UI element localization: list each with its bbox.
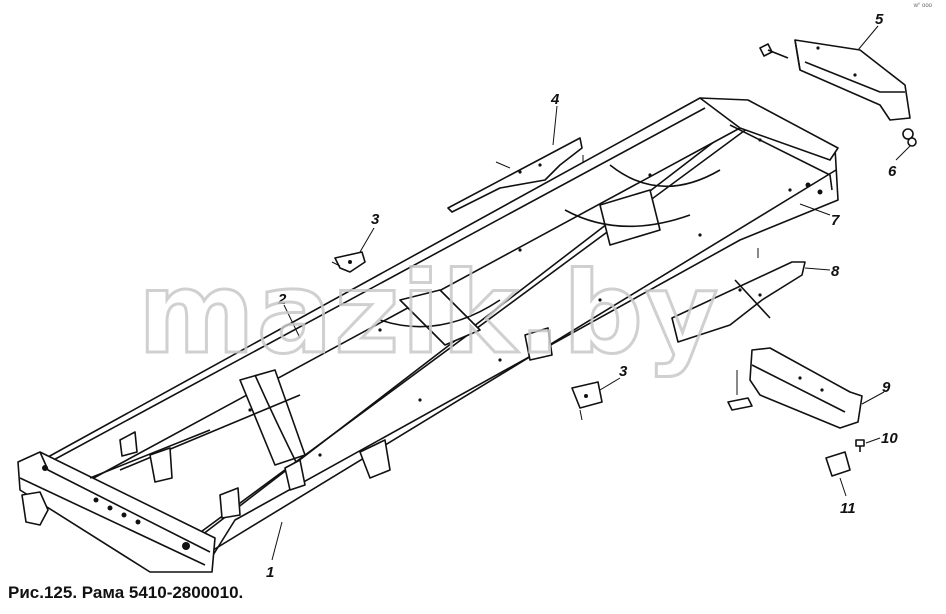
callout-6: 6 <box>888 163 897 180</box>
part-3b-bracket <box>571 381 603 421</box>
leader-3b <box>599 377 621 391</box>
part-5-bracket <box>759 39 911 121</box>
callout-3a: 3 <box>371 211 380 228</box>
leader-8 <box>804 267 831 271</box>
figure-caption: Рис.125. Рама 5410-2800010. <box>8 583 244 602</box>
callout-11: 11 <box>840 500 856 517</box>
callout-9: 9 <box>882 379 891 396</box>
callout-4: 4 <box>550 91 560 108</box>
callout-7: 7 <box>831 212 840 229</box>
part-11-clip <box>825 451 851 477</box>
corner-mark: w° ooo <box>913 3 932 9</box>
callout-8: 8 <box>831 263 840 280</box>
leader-2 <box>283 304 301 339</box>
leader-1 <box>271 521 283 561</box>
leader-5 <box>857 25 879 51</box>
part-4-gusset <box>447 137 584 213</box>
callout-1: 1 <box>266 564 274 581</box>
part-9-bracket <box>727 347 863 429</box>
watermark: mazik.by <box>138 249 720 379</box>
leader-10 <box>865 437 881 444</box>
callout-3b: 3 <box>619 363 628 380</box>
leader-4 <box>552 105 558 146</box>
main-frame <box>17 97 839 573</box>
callout-5: 5 <box>875 11 884 28</box>
leader-lines <box>271 25 911 561</box>
callout-10: 10 <box>881 430 898 447</box>
leader-7 <box>799 203 831 216</box>
callout-2: 2 <box>277 291 287 308</box>
part-10-bolt <box>855 439 865 452</box>
part-6-nut <box>902 128 917 147</box>
part-3a-bracket <box>331 251 366 273</box>
leader-11 <box>839 477 847 497</box>
leader-6 <box>895 145 911 161</box>
leader-3a <box>359 227 375 253</box>
part-8-bracket <box>671 248 806 343</box>
callouts: 1 2 3 3 4 5 6 7 8 9 10 11 <box>266 11 898 581</box>
leader-9 <box>861 391 885 405</box>
